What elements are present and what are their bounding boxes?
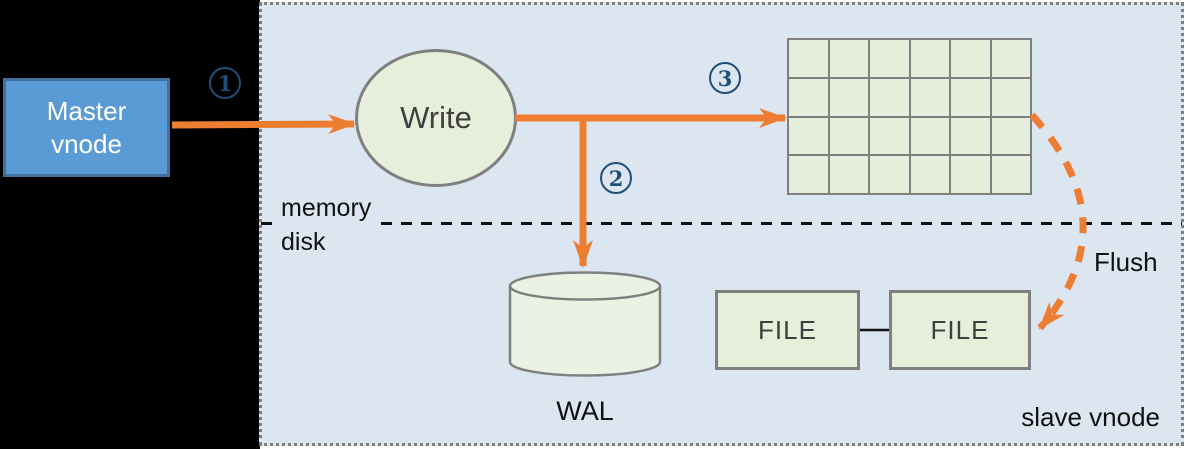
memtable-cell	[789, 40, 828, 77]
step-1-badge: 1	[209, 67, 241, 99]
slave-vnode-label: slave vnode	[1021, 402, 1160, 432]
memtable-cell	[829, 78, 868, 116]
memtable-cell	[991, 156, 1030, 193]
master-vnode-label-line1: Master	[46, 96, 127, 126]
memtable-cell	[991, 78, 1030, 116]
memtable-cell	[951, 156, 990, 193]
memtable-grid	[787, 38, 1032, 195]
memtable-cell	[910, 156, 949, 193]
memtable-cell	[910, 117, 949, 155]
memtable-cell	[991, 117, 1030, 155]
memtable-cell	[829, 117, 868, 155]
memtable-cell	[991, 40, 1030, 77]
write-node: Write	[355, 49, 517, 187]
write-node-label: Write	[400, 100, 472, 135]
memtable-cell	[951, 78, 990, 116]
memtable-cell	[789, 156, 828, 193]
master-vnode-label-line2: vnode	[51, 128, 122, 159]
step-3-badge: 3	[709, 62, 741, 94]
memtable-cell	[870, 40, 909, 77]
flush-label: Flush	[1094, 247, 1158, 277]
memtable-cell	[789, 117, 828, 155]
memory-label: memory	[277, 194, 380, 231]
file-box-1-label: FILE	[758, 314, 817, 345]
step-3-number: 3	[717, 65, 733, 91]
memtable-cell	[910, 78, 949, 116]
memtable-cell	[951, 117, 990, 155]
file-box-2: FILE	[889, 290, 1031, 370]
memtable-cell	[829, 156, 868, 193]
memtable-cell	[829, 40, 868, 77]
file-box-2-label: FILE	[930, 314, 990, 345]
memory-disk-divider	[261, 222, 1182, 225]
memtable-cell	[870, 156, 909, 193]
memtable-cell	[870, 117, 909, 155]
step-1-number: 1	[217, 70, 233, 96]
disk-label: disk	[277, 228, 334, 259]
memtable-cell	[870, 78, 909, 116]
file-box-1: FILE	[715, 290, 860, 370]
step-2-number: 2	[608, 165, 624, 191]
memtable-cell	[789, 78, 828, 116]
memtable-cell	[951, 40, 990, 77]
wal-label: WAL	[556, 396, 614, 426]
master-vnode-box: Master vnode	[3, 78, 170, 177]
step-2-badge: 2	[600, 162, 632, 194]
memtable-cell	[910, 40, 949, 77]
